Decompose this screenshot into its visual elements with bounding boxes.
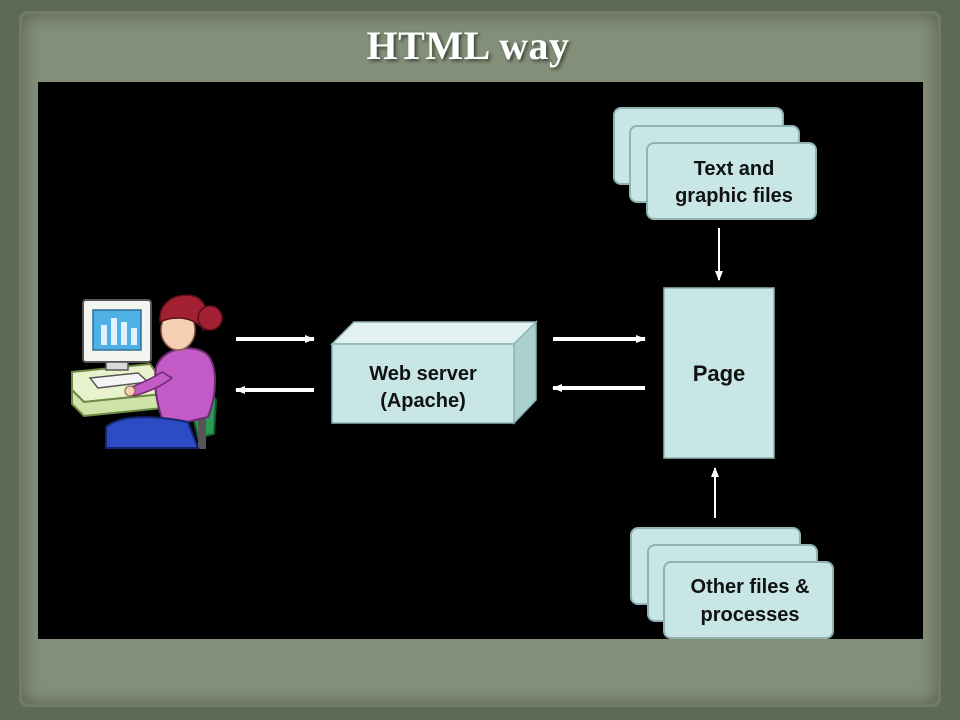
user-at-computer-icon bbox=[71, 294, 223, 449]
other-files-processes-stack: Other files & processes bbox=[630, 527, 834, 639]
text-files-label-line1: Text and bbox=[694, 158, 775, 180]
web-server-box: Web server (Apache) bbox=[330, 320, 538, 425]
web-server-label-line2: (Apache) bbox=[380, 390, 466, 412]
diagram-svg: Web server (Apache) Page Text and graphi… bbox=[71, 107, 834, 639]
web-server-label-line1: Web server bbox=[369, 363, 477, 385]
other-files-label-line2: processes bbox=[701, 604, 800, 626]
text-files-label-line2: graphic files bbox=[675, 185, 793, 207]
other-files-label-line1: Other files & bbox=[691, 576, 810, 598]
slide-title: HTML way bbox=[366, 23, 570, 68]
page-label: Page bbox=[693, 361, 746, 386]
text-graphic-files-stack: Text and graphic files bbox=[613, 107, 817, 220]
page-box: Page bbox=[663, 287, 775, 459]
diagram-panel: Web server (Apache) Page Text and graphi… bbox=[38, 82, 923, 639]
